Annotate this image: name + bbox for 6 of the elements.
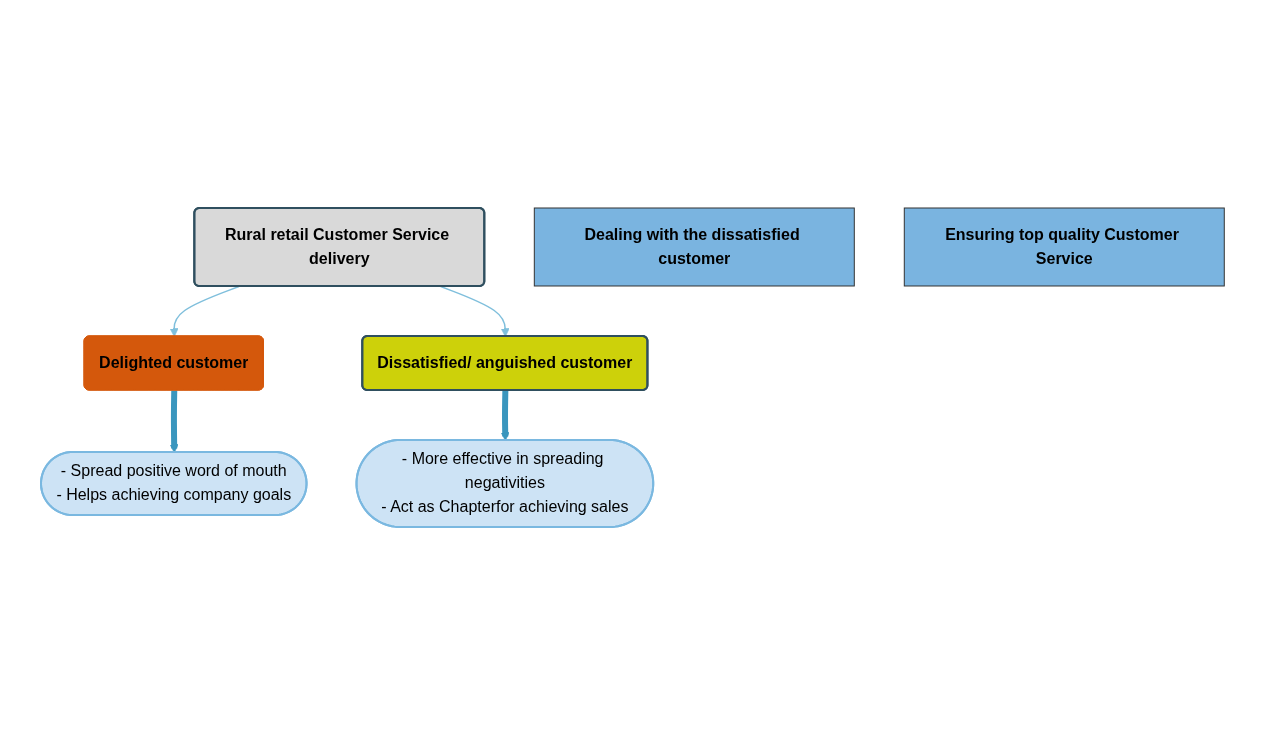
arrow — [501, 389, 510, 441]
arrow — [440, 285, 510, 337]
arrow — [170, 389, 179, 453]
node-box: Dealing with the dissatisfied customer — [534, 207, 856, 286]
arrow — [170, 285, 241, 337]
node-box: Ensuring top quality Customer Service — [904, 207, 1226, 286]
